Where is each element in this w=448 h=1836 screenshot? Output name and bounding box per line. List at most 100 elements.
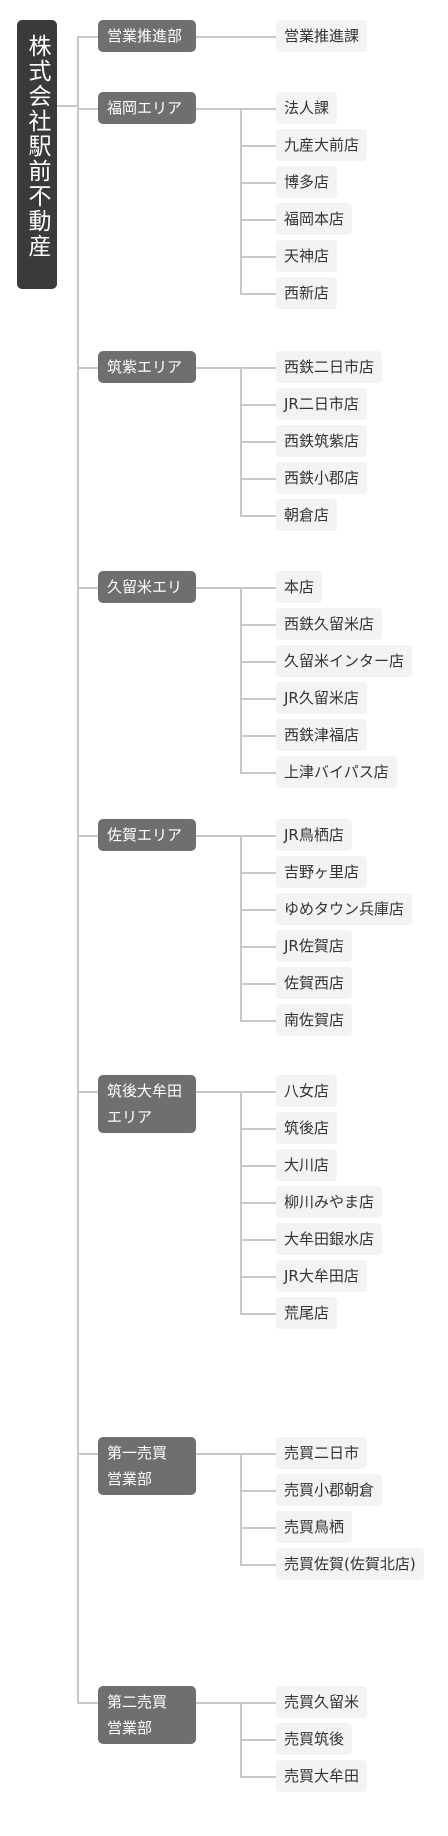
connector-line [240, 108, 276, 110]
store-item[interactable]: 西鉄小郡店 [276, 462, 368, 494]
store-item[interactable]: 本店 [276, 571, 323, 603]
connector-line [57, 105, 77, 107]
connector-line [196, 108, 240, 110]
store-item[interactable]: 八女店 [276, 1075, 338, 1107]
connector-line [240, 872, 276, 874]
store-item[interactable]: 吉野ヶ里店 [276, 856, 368, 888]
connector-line [240, 1276, 276, 1278]
connector-line [240, 735, 276, 737]
department-box[interactable]: 佐賀エリア [98, 819, 196, 851]
store-item[interactable]: JR二日市店 [276, 388, 367, 420]
connector-line [240, 1128, 276, 1130]
department-box[interactable]: 営業推進部 [98, 20, 196, 52]
department-box[interactable]: 筑後大牟田 エリア [98, 1075, 196, 1133]
connector-line [196, 587, 240, 589]
store-item[interactable]: 荒尾店 [276, 1297, 338, 1329]
connector-line [240, 1239, 276, 1241]
connector-line [240, 909, 276, 911]
connector-line [240, 1453, 276, 1455]
store-item[interactable]: 西鉄二日市店 [276, 351, 383, 383]
store-item[interactable]: 売買久留米 [276, 1686, 368, 1718]
store-item[interactable]: JR鳥栖店 [276, 819, 352, 851]
connector-line [240, 219, 276, 221]
store-item[interactable]: 西鉄筑紫店 [276, 425, 368, 457]
department-box[interactable]: 筑紫エリア [98, 351, 196, 383]
store-item[interactable]: 売買佐賀(佐賀北店) [276, 1548, 424, 1580]
store-item[interactable]: 久留米インター店 [276, 645, 413, 677]
store-item[interactable]: ゆめタウン兵庫店 [276, 893, 413, 925]
connector-line [77, 835, 98, 837]
connector-line [77, 36, 98, 38]
connector-line [240, 661, 276, 663]
connector-line [196, 835, 240, 837]
connector-line [77, 1702, 98, 1704]
store-item[interactable]: 西鉄久留米店 [276, 608, 383, 640]
connector-line [240, 404, 276, 406]
connector-line [240, 1776, 276, 1778]
connector-line [240, 367, 276, 369]
store-item[interactable]: 南佐賀店 [276, 1004, 353, 1036]
connector-line [196, 36, 276, 38]
connector-line [196, 1702, 240, 1704]
connector-line [240, 108, 242, 295]
connector-line [240, 1739, 276, 1741]
connector-line [240, 587, 276, 589]
connector-line [240, 835, 242, 1022]
store-item[interactable]: 西新店 [276, 277, 338, 309]
trunk-line [77, 36, 79, 1704]
connector-line [240, 1453, 242, 1566]
connector-line [240, 624, 276, 626]
connector-line [240, 515, 276, 517]
store-item[interactable]: 筑後店 [276, 1112, 338, 1144]
store-item[interactable]: 大川店 [276, 1149, 338, 1181]
store-item[interactable]: JR大牟田店 [276, 1260, 367, 1292]
store-item[interactable]: 営業推進課 [276, 20, 368, 52]
connector-line [240, 587, 242, 774]
connector-line [240, 1564, 276, 1566]
connector-line [240, 478, 276, 480]
store-item[interactable]: 売買小郡朝倉 [276, 1474, 383, 1506]
store-item[interactable]: 上津バイパス店 [276, 756, 397, 788]
connector-line [240, 441, 276, 443]
connector-line [240, 1091, 276, 1093]
store-item[interactable]: 博多店 [276, 166, 338, 198]
store-item[interactable]: 佐賀西店 [276, 967, 353, 999]
connector-line [240, 1490, 276, 1492]
department-box[interactable]: 久留米エリア [98, 571, 196, 622]
connector-line [240, 983, 276, 985]
connector-line [240, 1313, 276, 1315]
store-item[interactable]: 売買大牟田 [276, 1760, 368, 1792]
store-item[interactable]: 天神店 [276, 240, 338, 272]
store-item[interactable]: 福岡本店 [276, 203, 353, 235]
connector-line [240, 256, 276, 258]
connector-line [196, 1453, 240, 1455]
store-item[interactable]: 売買筑後 [276, 1723, 353, 1755]
connector-line [77, 108, 98, 110]
store-item[interactable]: 西鉄津福店 [276, 719, 368, 751]
department-box[interactable]: 福岡エリア [98, 92, 196, 124]
store-item[interactable]: 柳川みやま店 [276, 1186, 383, 1218]
connector-line [240, 1527, 276, 1529]
department-box[interactable]: 第二売買 営業部 [98, 1686, 196, 1744]
store-item[interactable]: 九産大前店 [276, 129, 368, 161]
store-item[interactable]: 法人課 [276, 92, 338, 124]
connector-line [77, 587, 98, 589]
store-item[interactable]: 売買二日市 [276, 1437, 368, 1469]
connector-line [240, 1202, 276, 1204]
store-item[interactable]: 売買鳥栖 [276, 1511, 353, 1543]
store-item[interactable]: JR久留米店 [276, 682, 367, 714]
department-box[interactable]: 第一売買 営業部 [98, 1437, 196, 1495]
connector-line [240, 1702, 276, 1704]
connector-line [240, 946, 276, 948]
connector-line [240, 698, 276, 700]
connector-line [240, 1020, 276, 1022]
store-item[interactable]: 大牟田銀水店 [276, 1223, 383, 1255]
connector-line [196, 367, 240, 369]
connector-line [77, 1091, 98, 1093]
store-item[interactable]: JR佐賀店 [276, 930, 352, 962]
connector-line [240, 772, 276, 774]
store-item[interactable]: 朝倉店 [276, 499, 338, 531]
connector-line [77, 367, 98, 369]
connector-line [240, 145, 276, 147]
company-name: 株式会社駅前不動産 [17, 20, 57, 289]
